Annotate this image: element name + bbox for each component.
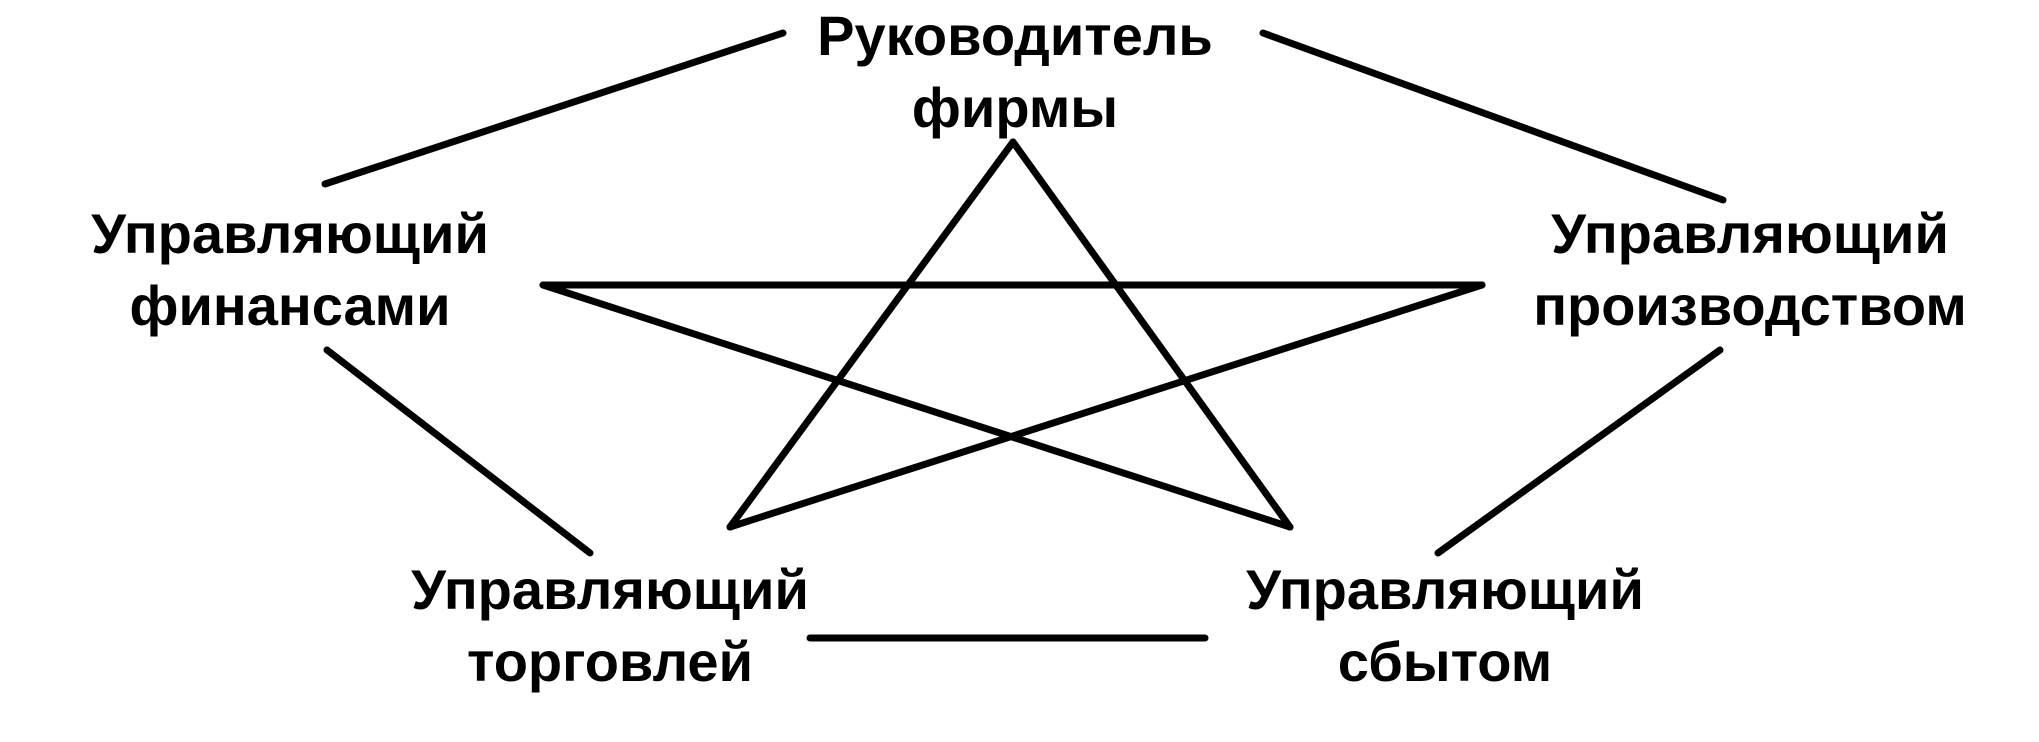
node-director-line2: фирмы: [911, 76, 1119, 139]
node-finance-line2: финансами: [129, 274, 451, 337]
connector-director-production: [1259, 29, 1727, 204]
node-trade-line1: Управляющий: [411, 558, 809, 621]
node-sales-manager: Управляющий сбытом: [1245, 554, 1645, 698]
node-trade-line2: торговлей: [467, 630, 753, 693]
node-director: Руководитель фирмы: [795, 0, 1235, 144]
connector-director-finance: [321, 29, 787, 188]
node-sales-line1: Управляющий: [1246, 558, 1644, 621]
node-production-line1: Управляющий: [1551, 202, 1949, 265]
star-edge-top-bottomleft: [726, 138, 1017, 531]
node-production-manager: Управляющий производством: [1530, 198, 1970, 342]
node-production-line2: производством: [1533, 274, 1967, 337]
node-director-line1: Руководитель: [817, 4, 1213, 67]
node-finance-manager: Управляющий финансами: [60, 198, 520, 342]
star-edge-right-bottomleft: [726, 281, 1486, 531]
star-edge-top-bottomright: [1009, 138, 1294, 531]
node-sales-line2: сбытом: [1337, 630, 1553, 693]
node-finance-line1: Управляющий: [91, 202, 489, 265]
connector-finance-trade: [323, 346, 594, 557]
node-trade-manager: Управляющий торговлей: [390, 554, 830, 698]
star-edge-left-bottomright: [539, 281, 1294, 531]
connector-production-sales: [1434, 346, 1724, 557]
